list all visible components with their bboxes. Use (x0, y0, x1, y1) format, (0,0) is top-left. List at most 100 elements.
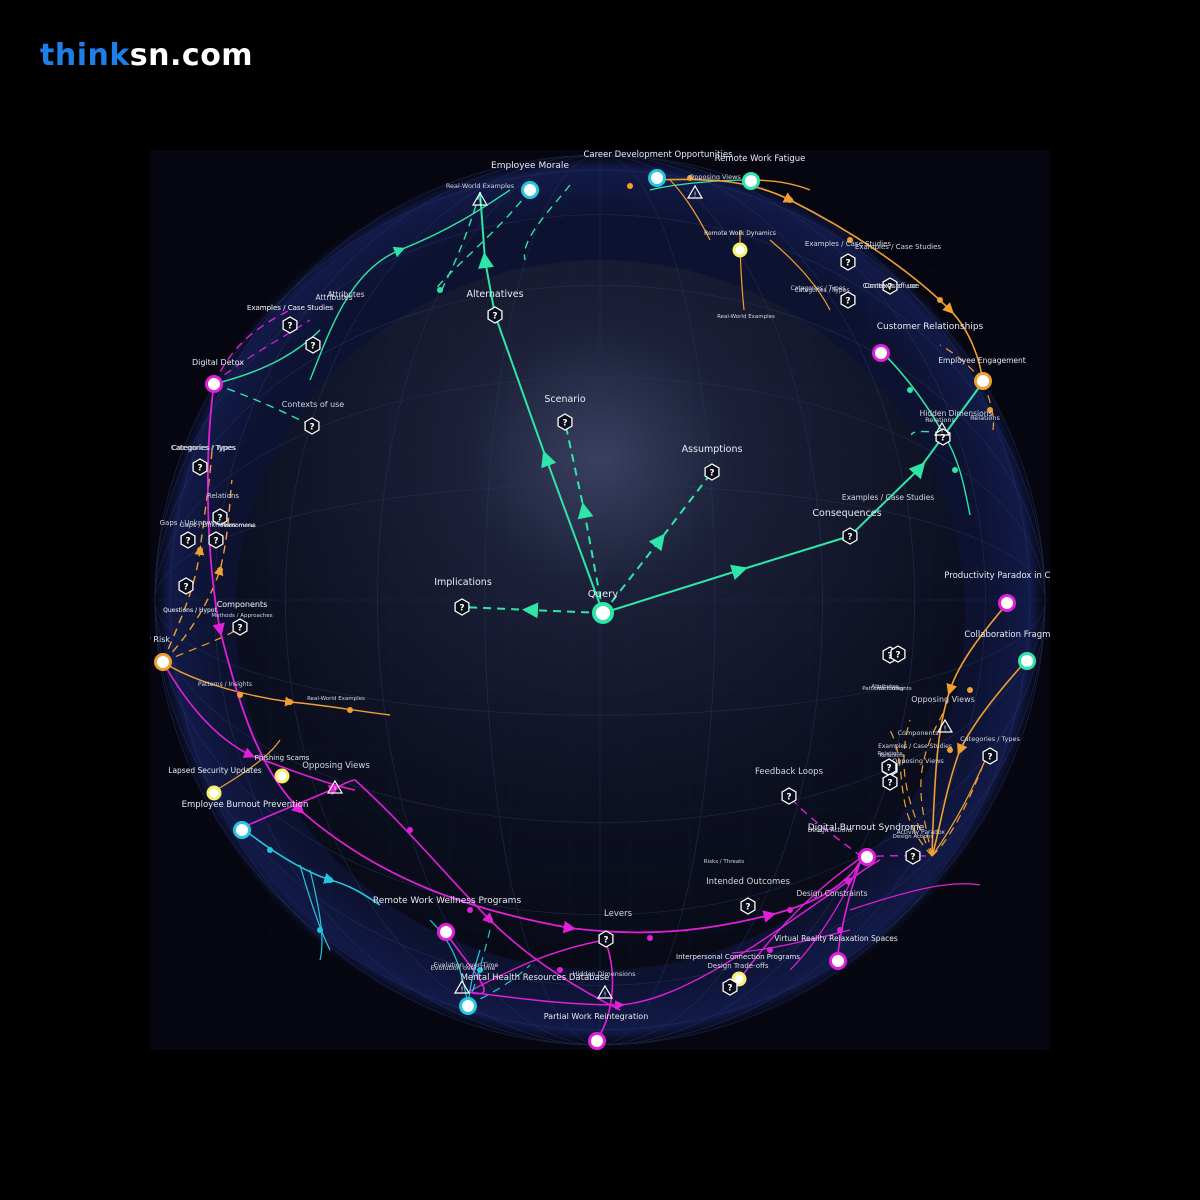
warning-icon: ! (479, 198, 482, 206)
question-icon: ? (237, 624, 242, 634)
facet-node (180, 531, 196, 549)
edge (309, 189, 511, 381)
facet-label: Examples / Case Studies (842, 493, 934, 502)
facet-label: Categories / Types (171, 444, 236, 452)
question-icon: ? (910, 853, 915, 863)
edge-dot (217, 627, 223, 633)
concept-label: Digital Burnout Syndrome (808, 823, 925, 833)
facet-label: Components (897, 729, 939, 737)
edge-dot (407, 827, 413, 833)
query-label: Query (588, 589, 618, 600)
facet-label: Feedback Loops (755, 767, 824, 777)
concept-node (648, 169, 666, 187)
edge-dot (487, 917, 493, 923)
facet-label: Relations (207, 492, 239, 500)
concept-node (154, 653, 172, 671)
edge (669, 179, 711, 241)
edge-dot (687, 175, 693, 181)
inner-label: Alternatives (466, 289, 523, 300)
concept-label: Digital Detox (192, 358, 244, 367)
edge-dot (327, 877, 333, 883)
facet-node (840, 253, 856, 271)
facet-node (305, 336, 321, 354)
facet-label: Categories / Types (790, 285, 845, 292)
edge (299, 864, 331, 951)
edge-dot (437, 287, 443, 293)
edge (162, 661, 356, 791)
knowledge-sphere-canvas[interactable]: ?????????????????????????????!!!!!!! Que… (150, 150, 1050, 1050)
concept-node (974, 372, 992, 390)
label-layer: QueryAlternativesScenarioAssumptionsCons… (150, 150, 1050, 1021)
sphere-diagram: ?????????????????????????????!!!!!!! Que… (150, 150, 1050, 1050)
concept-node (206, 785, 222, 801)
concept-node (732, 242, 748, 258)
facet-node (192, 458, 208, 476)
facet-node (282, 316, 298, 334)
edge-dot (287, 699, 293, 705)
facet-label: Design Actions (893, 834, 934, 840)
edge (434, 189, 531, 291)
question-icon: ? (940, 434, 945, 444)
facet-label: Attributes (327, 290, 364, 299)
edge (931, 661, 1026, 857)
facet-node (905, 847, 921, 865)
facet-node (882, 773, 898, 791)
concept-label: Employee Burnout Prevention (182, 800, 309, 810)
inner-label: Assumptions (682, 444, 743, 455)
edge-dot (837, 927, 843, 933)
edge (162, 479, 233, 663)
facet-label: Attributes (871, 684, 898, 690)
facet-label: Relations (925, 416, 955, 424)
edge-dot (581, 507, 587, 513)
edge-layer (162, 175, 1026, 1041)
inner-node-implications (454, 598, 470, 616)
facet-label: Methods / Approaches (211, 613, 272, 619)
facet-label: Activity Paradox (897, 829, 946, 836)
facet-label: Real-World Examples (307, 696, 365, 702)
concept-node (205, 375, 223, 393)
warning-icon: ! (604, 991, 607, 999)
question-icon: ? (309, 423, 314, 433)
inner-node-scenario (557, 413, 573, 431)
concept-label: Mental Health Resources Database (461, 973, 610, 983)
edge (467, 859, 881, 1011)
concept-node (872, 344, 890, 362)
edge-dot (847, 237, 853, 243)
edge-dot (947, 747, 953, 753)
concept-label: Productivity Paradox in Co (944, 571, 1050, 581)
facet-label: Hidden Dimensions (920, 409, 993, 418)
concept-node (742, 172, 760, 190)
concept-label: Partial Work Reintegration (544, 1012, 649, 1021)
facet-label: Real-World Examples (446, 182, 515, 190)
edge (467, 939, 606, 993)
concept-label: Customer Relationships (877, 322, 984, 332)
facet-label: Risks / Threats (704, 859, 745, 865)
facet-node (232, 618, 248, 636)
concept-node (233, 821, 251, 839)
facet-node (740, 897, 756, 915)
edge (241, 827, 381, 906)
inner-label: Consequences (812, 508, 881, 519)
question-icon: ? (217, 514, 222, 524)
warning-icon: ! (941, 428, 944, 436)
facet-label: Categories / Types (960, 735, 1020, 743)
facet-label: Design Constraints (796, 889, 867, 898)
facet-label: Categories / Types (794, 287, 849, 294)
warning-icon: ! (334, 786, 337, 794)
facet-label: Opposing Views (689, 173, 741, 181)
facet-node (722, 978, 738, 996)
edge-dot (237, 692, 243, 698)
edge-dot (907, 387, 913, 393)
edge (467, 929, 491, 1006)
question-icon: ? (183, 583, 188, 593)
edge (649, 179, 751, 191)
edge (467, 964, 531, 1006)
edge-dot (197, 547, 203, 553)
concept-node (459, 997, 477, 1015)
grid-latitude (154, 169, 1046, 1031)
warning-node (933, 421, 951, 436)
edge (738, 856, 863, 981)
edge-dot (627, 183, 633, 189)
question-icon: ? (887, 779, 892, 789)
question-icon: ? (492, 312, 497, 322)
